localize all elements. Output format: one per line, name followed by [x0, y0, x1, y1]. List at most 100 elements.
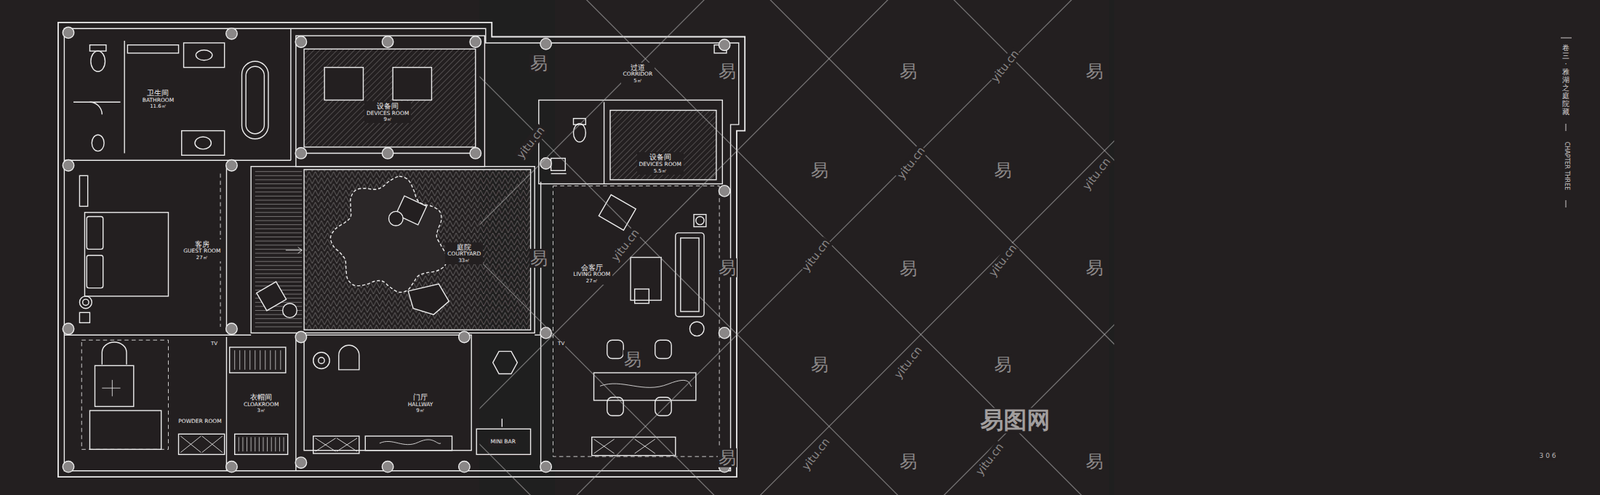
room-name-cn: 衣帽间	[250, 392, 272, 402]
deck-board	[255, 256, 303, 258]
wall	[73, 101, 121, 103]
deck-board	[255, 216, 303, 217]
column	[718, 39, 730, 51]
watermark: yitu.cn	[894, 144, 928, 183]
door-swing	[89, 101, 102, 115]
watermark-grid	[479, 0, 1115, 495]
arrow-symbol	[285, 247, 302, 254]
tv-unit-line	[249, 349, 251, 370]
watermark: yitu.cn	[988, 47, 1022, 86]
wall	[501, 418, 503, 427]
dining-table	[594, 372, 696, 400]
watermark-line	[479, 0, 1016, 495]
deck-board	[255, 170, 303, 172]
wall	[534, 333, 541, 335]
bed	[84, 212, 168, 296]
wall	[64, 333, 251, 335]
deck-board	[255, 240, 303, 242]
deck-boards	[255, 171, 303, 327]
watermark: yitu.cn	[891, 343, 926, 382]
stool	[634, 288, 650, 304]
deck-board	[255, 191, 303, 192]
hanger-line	[262, 436, 264, 451]
watermark-line	[668, 0, 1115, 495]
watermark-line	[642, 0, 1115, 495]
room-label: 衣帽间CLOAKROOM3㎡	[241, 392, 281, 414]
toilet-tank	[89, 45, 106, 51]
watermark: 易	[623, 349, 643, 369]
column	[718, 327, 730, 339]
page-number: 3 0 6	[1538, 452, 1558, 460]
lamp-inner	[82, 298, 89, 305]
hanger-line	[250, 436, 252, 451]
room-label: 客房GUEST ROOM27㎡	[181, 239, 223, 262]
plant-inner	[318, 357, 325, 363]
deck-board	[255, 220, 303, 222]
dashed-outline	[552, 185, 720, 456]
tv-unit-line	[244, 349, 246, 370]
wall	[295, 334, 296, 471]
pillow	[86, 216, 103, 249]
watermark: yitu.cn	[986, 241, 1020, 280]
room-area: 27㎡	[196, 254, 208, 261]
room-label: 设备间DEVICES ROOM9㎡	[364, 101, 411, 123]
column	[295, 147, 307, 159]
basin	[195, 50, 212, 61]
room-area: 3㎡	[256, 407, 265, 414]
room-area: 9㎡	[383, 116, 392, 123]
armchair	[598, 194, 636, 230]
room-name-cn: 卫生间	[146, 88, 169, 98]
cabinet-mark	[180, 435, 223, 452]
tv-unit-line	[280, 349, 281, 370]
watermark: yitu.cn	[800, 434, 834, 473]
watermark: 易	[898, 451, 918, 471]
room-area: 33㎡	[458, 257, 470, 264]
side-table	[79, 312, 90, 323]
deck-board	[255, 224, 303, 225]
watermark: 易	[810, 160, 830, 180]
column	[226, 322, 238, 334]
room-name: MINI BAR	[490, 438, 515, 446]
column	[62, 460, 74, 472]
deck-board	[255, 264, 303, 266]
room-label: MINI BAR	[488, 437, 518, 446]
floor-plan	[58, 22, 745, 477]
rule	[1560, 37, 1572, 39]
column	[469, 36, 481, 48]
side-table	[689, 321, 704, 336]
watermark: 易	[717, 257, 737, 277]
room-name: BATHROOM	[142, 97, 174, 104]
hanger-line	[283, 436, 285, 451]
chapter-name: CHAPTER THREE	[1563, 141, 1571, 192]
room-label: 门厅HALLWAY9㎡	[405, 392, 436, 414]
rock	[408, 283, 449, 315]
pillow	[86, 255, 103, 288]
tv-mark: TV	[210, 341, 219, 347]
hanger-line	[242, 436, 243, 451]
wall	[296, 35, 486, 167]
column	[295, 330, 307, 342]
plant	[313, 352, 330, 368]
vanity	[181, 130, 225, 156]
hanger-line	[271, 436, 272, 451]
tv-unit-line	[269, 349, 271, 370]
chair	[338, 344, 360, 370]
hanger-line	[246, 436, 248, 451]
deck-board	[255, 228, 303, 230]
tv-unit-line	[234, 349, 235, 370]
bathtub	[242, 61, 269, 139]
watermark: 易	[810, 354, 830, 374]
lounge-chair	[256, 281, 287, 311]
room-name: GUEST ROOM	[183, 248, 221, 255]
room-label: 设备间DEVICES ROOM5.5㎡	[637, 152, 684, 174]
room-area: 11.6㎡	[149, 103, 167, 110]
hanger-line	[274, 436, 276, 451]
watermark: 易	[529, 53, 549, 73]
hanger-line	[238, 436, 240, 451]
shelf	[127, 45, 179, 54]
outer-wall	[58, 22, 745, 477]
room-area: 27㎡	[586, 277, 598, 284]
daybed	[89, 410, 161, 449]
watermark-line	[479, 0, 1115, 495]
